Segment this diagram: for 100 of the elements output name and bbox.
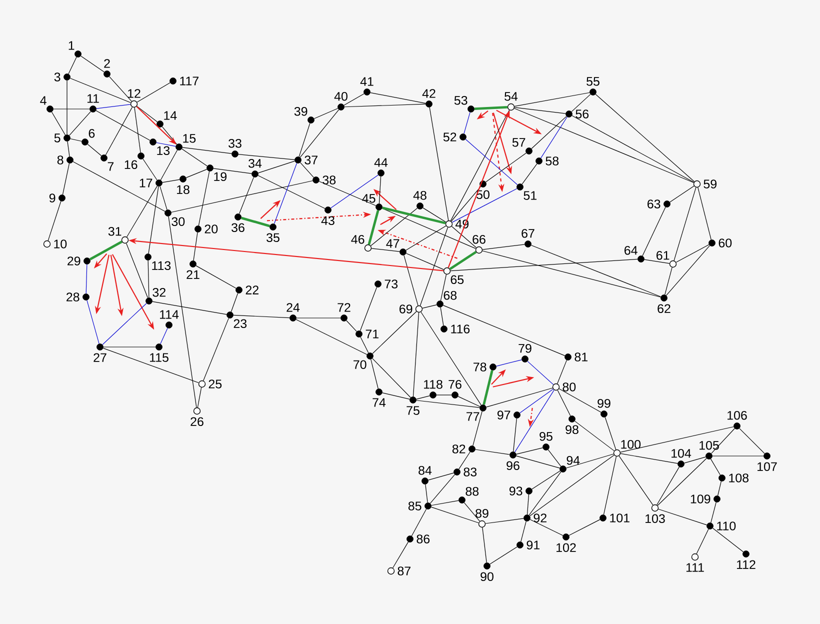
vertex-number: 117 [180,76,198,86]
graph-edge [464,112,470,134]
graph-edge [450,258,638,272]
graph-edge [136,106,158,122]
vertex-number: 91 [526,540,540,550]
vertex-number: 115 [150,353,168,362]
vertex-number: 64 [624,246,638,255]
graph-edge [152,301,227,315]
vertex-number: 101 [610,514,630,522]
graph-edge [486,388,553,408]
graph-edge [87,144,102,156]
vertex-number: 52 [443,132,456,142]
graph-edge [452,188,518,223]
graph-edge [203,318,230,381]
vertex-number: 36 [232,223,244,232]
graph-edge [148,186,159,254]
vertex-number: 92 [534,514,546,522]
graph-edge [412,312,420,397]
vertex-number: 20 [204,224,218,234]
graph-edge [711,428,735,454]
graph-edge [486,152,526,182]
graph-edge [103,346,156,348]
graph-edge [540,116,568,158]
vertex-number: 96 [506,461,520,470]
graph-edge [440,274,447,301]
graph-edge [86,300,100,344]
graph-edge [531,116,567,149]
graph-edge [530,454,614,516]
vertex-number: 65 [450,275,464,284]
graph-edge [442,305,566,356]
graph-edge [330,174,378,208]
vertex-number: 99 [598,398,610,408]
vertex-number: 78 [474,362,486,372]
graph-edge [298,122,310,158]
vertex-number: 4 [40,96,46,105]
graph-edge [618,456,654,506]
graph-edge [148,260,150,298]
vertex-number: 44 [374,158,388,167]
vertex-number: 47 [386,239,400,248]
graph-edge [657,458,707,506]
graph-edge [368,210,380,245]
graph-edge [371,248,400,252]
graph-edge [274,162,298,224]
graph-edge [404,255,418,306]
graph-edge [51,112,66,136]
graph-edge [595,94,695,182]
graph-edge [160,150,178,180]
vertex-number: 59 [704,180,717,188]
vertex-number: 87 [398,566,410,576]
vertex-number: 7 [108,162,114,171]
graph-edge [520,388,554,414]
graph-edge [514,108,694,183]
graph-edge [378,176,382,204]
graph-edge [514,92,590,107]
graph-edge [431,500,459,506]
vertex-number: 32 [152,288,166,297]
graph-edge [674,187,696,261]
graph-edge [430,474,456,504]
vertex-number: 31 [108,226,122,236]
vertex-number: 58 [546,156,559,166]
graph-edge [514,390,554,452]
vertex-number: 100 [621,440,641,449]
graph-edge [664,267,672,295]
graph-edge [162,126,178,145]
graph-edge [96,110,150,141]
vertex-number: 41 [360,77,374,86]
graph-edge [382,208,476,249]
graph-edge [346,320,357,332]
graph-edge [360,336,369,354]
vertex-number: 18 [177,185,190,194]
graph-edge [382,206,446,224]
graph-edge [406,226,446,250]
graph-edge [80,56,104,72]
vertex-number: 48 [413,190,426,200]
vertex-number: 67 [522,228,534,238]
vertex-number: 72 [338,303,350,312]
vertex-number: 75 [406,406,420,415]
vertex-number: 38 [322,176,336,184]
graph-edge [465,138,518,186]
vertex-number: 57 [512,138,526,147]
vertex-number: 39 [294,106,308,116]
graph-edge [527,361,554,385]
graph-edge [102,348,199,384]
graph-edge [86,264,88,294]
vertex-number: 11 [87,94,99,103]
graph-edge [72,161,166,212]
graph-edge [160,186,168,210]
graph-edge [490,546,518,564]
graph-edge [136,82,170,102]
graph-edge [464,502,480,522]
graph-edge [482,244,525,250]
graph-edge [67,141,70,157]
graph-edge [53,108,90,110]
graph-edge [572,115,694,183]
vertex-number: 88 [466,486,479,496]
vertex-number: 19 [214,172,227,182]
vertex-number: 109 [690,494,710,504]
vertex-number: 8 [57,156,64,164]
vertex-number: 86 [416,534,430,544]
vertex-number: 108 [729,474,749,482]
